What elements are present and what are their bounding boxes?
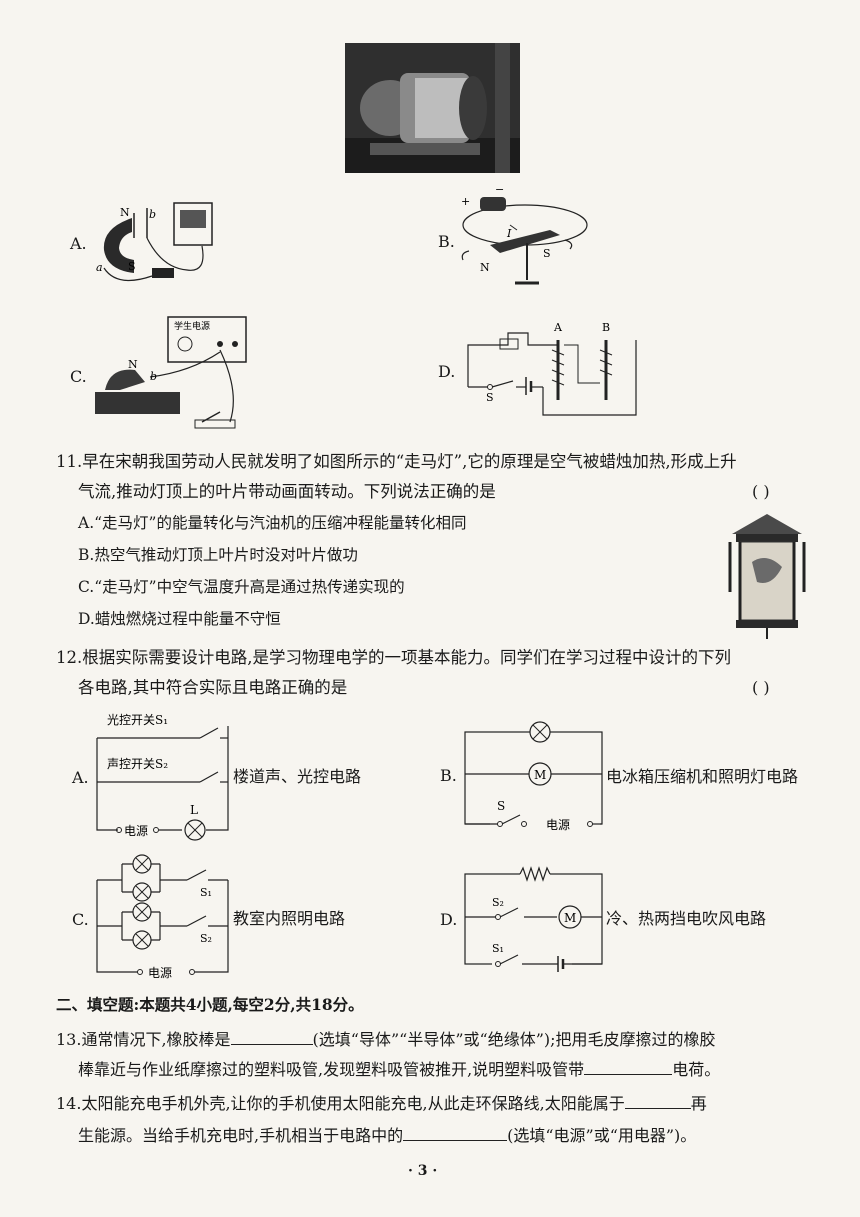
q10-option-d-figure: A B S <box>467 321 637 416</box>
q12-stem-line1: 12.根据实际需要设计电路,是学习物理电学的一项基本能力。同学们在学习过程中设计… <box>56 648 731 667</box>
q12-c-s1: S₁ <box>200 886 212 899</box>
q12-c-s2: S₂ <box>200 932 212 945</box>
q10-b-plus: + <box>461 195 470 208</box>
q13-line2: 棒靠近与作业纸摩擦过的塑料吸管,发现塑料吸管被推开,说明塑料吸管带 电荷。 <box>78 1058 720 1079</box>
q13-part-d: 电荷。 <box>672 1060 721 1079</box>
q14-line2: 生能源。当给手机充电时,手机相当于电路中的 (选填“电源”或“用电器”)。 <box>78 1124 696 1145</box>
q13-part-a: 13.通常情况下,橡胶棒是 <box>56 1030 231 1049</box>
q12-c-power: 电源 <box>148 966 172 980</box>
q12-option-c-circuit: S₁ S₂ 电源 <box>96 854 229 980</box>
motor-photo <box>345 43 520 173</box>
q12-option-d-caption: 冷、热两挡电吹风电路 <box>606 909 767 928</box>
q12-option-a-circuit: 光控开关S₁ 声控开关S₂ 电源 L <box>96 713 229 841</box>
q10-a-a: a <box>96 261 103 274</box>
q10-option-d-label: D. <box>438 362 456 381</box>
q10-b-s: S <box>543 247 551 260</box>
q10-b-i: I <box>506 227 512 240</box>
q10-b-n: N <box>480 261 490 274</box>
q12-d-s2: S₂ <box>492 896 504 909</box>
q12-b-power: 电源 <box>546 818 570 832</box>
q13-blank-2[interactable] <box>584 1058 673 1075</box>
q12-option-a-label: A. <box>72 768 89 787</box>
q10-a-b: b <box>149 208 156 221</box>
q10-b-minus: − <box>495 185 504 196</box>
q10-option-c-figure: 学生电源 N b <box>95 316 247 429</box>
q11-stem-line1: 11.早在宋朝我国劳动人民就发明了如图所示的“走马灯”,它的原理是空气被蜡烛加热… <box>56 452 737 471</box>
q10-d-b: B <box>602 321 610 334</box>
q12-option-c-caption: 教室内照明电路 <box>233 909 346 928</box>
q12-answer-paren: ( ) <box>752 678 770 697</box>
q12-option-b-label: B. <box>440 766 457 785</box>
q13-part-c: 棒靠近与作业纸摩擦过的塑料吸管,发现塑料吸管被推开,说明塑料吸管带 <box>78 1060 585 1079</box>
q12-a-power: 电源 <box>124 824 148 838</box>
q11-option-a: A.“走马灯”的能量转化与汽油机的压缩冲程能量转化相同 <box>78 514 467 532</box>
q10-c-b: b <box>150 370 157 383</box>
q10-option-b-figure: + − I N S <box>461 185 588 285</box>
q14-part-c: 生能源。当给手机充电时,手机相当于电路中的 <box>78 1126 404 1145</box>
q12-option-d-circuit: M S₂ S₁ <box>464 866 603 972</box>
q10-a-n: N <box>120 206 130 219</box>
q12-option-a-caption: 楼道声、光控电路 <box>233 767 362 786</box>
q12-option-b-circuit: M S 电源 <box>464 721 603 832</box>
page-number: · 3 · <box>408 1163 438 1179</box>
q10-d-a: A <box>553 321 563 334</box>
q14-part-a: 14.太阳能充电手机外壳,让你的手机使用太阳能充电,从此走环保路线,太阳能属于 <box>56 1094 625 1113</box>
q10-c-n: N <box>128 358 138 371</box>
q12-d-s1: S₁ <box>492 942 504 955</box>
q10-option-c-label: C. <box>70 367 87 386</box>
q10-d-s: S <box>486 391 494 404</box>
q11-stem-line2: 气流,推动灯顶上的叶片带动画面转动。下列说法正确的是 <box>78 482 496 501</box>
q12-b-motor: M <box>534 768 546 782</box>
q10-option-b-label: B. <box>438 232 455 251</box>
q11-option-c: C.“走马灯”中空气温度升高是通过热传递实现的 <box>78 578 405 596</box>
q12-option-c-label: C. <box>72 910 89 929</box>
q12-a-s2: 声控开关S₂ <box>107 757 168 771</box>
q12-a-lamp: L <box>190 803 198 817</box>
section2-title: 二、填空题:本题共4小题,每空2分,共18分。 <box>56 995 364 1014</box>
q10-a-s: S <box>128 260 136 273</box>
q14-blank-1[interactable] <box>624 1092 691 1109</box>
q13-blank-1[interactable] <box>230 1028 313 1045</box>
q12-option-d-label: D. <box>440 910 458 929</box>
q12-d-motor: M <box>564 911 576 925</box>
q14-part-d: (选填“电源”或“用电器”)。 <box>507 1126 697 1145</box>
q14-blank-2[interactable] <box>403 1124 508 1141</box>
q12-b-switch: S <box>497 799 505 813</box>
q12-stem-line2: 各电路,其中符合实际且电路正确的是 <box>78 678 348 697</box>
q11-option-b: B.热空气推动灯顶上叶片时没对叶片做功 <box>78 546 358 564</box>
q14-part-b: 再 <box>690 1094 707 1113</box>
q10-option-a-label: A. <box>70 234 87 253</box>
q13-part-b: (选填“导体”“半导体”或“绝缘体”);把用毛皮摩擦过的橡胶 <box>312 1030 716 1049</box>
q10-c-power: 学生电源 <box>174 320 210 332</box>
q14-line1: 14.太阳能充电手机外壳,让你的手机使用太阳能充电,从此走环保路线,太阳能属于 再 <box>56 1092 707 1113</box>
q12-option-b-caption: 电冰箱压缩机和照明灯电路 <box>606 767 799 786</box>
lantern-image <box>728 514 806 639</box>
q12-a-s1: 光控开关S₁ <box>107 713 168 727</box>
q13-line1: 13.通常情况下,橡胶棒是 (选填“导体”“半导体”或“绝缘体”);把用毛皮摩擦过… <box>56 1028 716 1049</box>
q11-option-d: D.蜡烛燃烧过程中能量不守恒 <box>78 610 281 628</box>
q10-option-a-figure: N b a S <box>96 202 213 282</box>
q11-answer-paren: ( ) <box>752 482 770 501</box>
